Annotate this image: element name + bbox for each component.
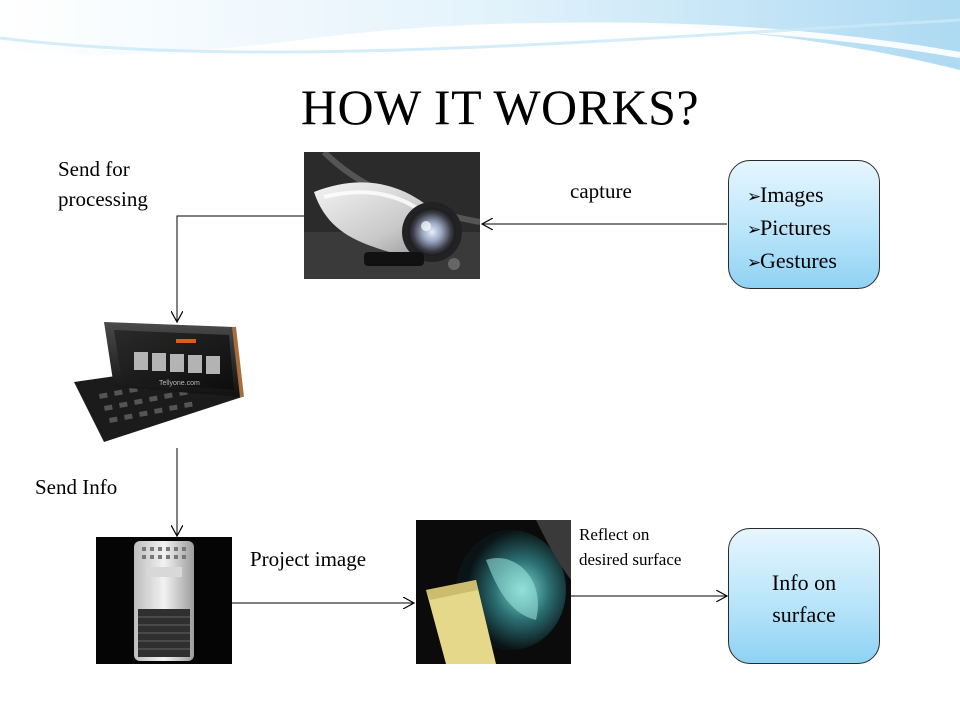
- input-item-gestures: ➢Gestures: [747, 245, 879, 278]
- camera-photo: [304, 152, 480, 279]
- arrow-bullet-icon: ➢: [747, 220, 762, 239]
- send-info-label: Send Info: [35, 475, 118, 499]
- projector-photo: [96, 537, 232, 664]
- input-item-images: ➢Images: [747, 179, 879, 212]
- project-image-label: Project image: [250, 547, 367, 571]
- slide-title: HOW IT WORKS?: [300, 79, 700, 135]
- output-line-2: surface: [772, 602, 836, 627]
- smartphone-photo: Tellyone.com: [64, 302, 246, 447]
- projection-photo: [416, 520, 571, 664]
- header-wave-decoration: [0, 0, 960, 70]
- input-types-box: ➢Images ➢Pictures ➢Gestures: [728, 160, 880, 289]
- arrow-bullet-icon: ➢: [747, 253, 762, 272]
- input-item-pictures: ➢Pictures: [747, 212, 879, 245]
- reflect-label: Reflect on desired surface: [579, 525, 682, 569]
- output-box: Info on surface: [728, 528, 880, 664]
- send-for-processing-label: Send for processing: [58, 157, 148, 211]
- phone-watermark: Tellyone.com: [159, 380, 200, 387]
- arrow-bullet-icon: ➢: [747, 187, 762, 206]
- output-line-1: Info on: [771, 570, 837, 595]
- capture-label: capture: [570, 179, 632, 203]
